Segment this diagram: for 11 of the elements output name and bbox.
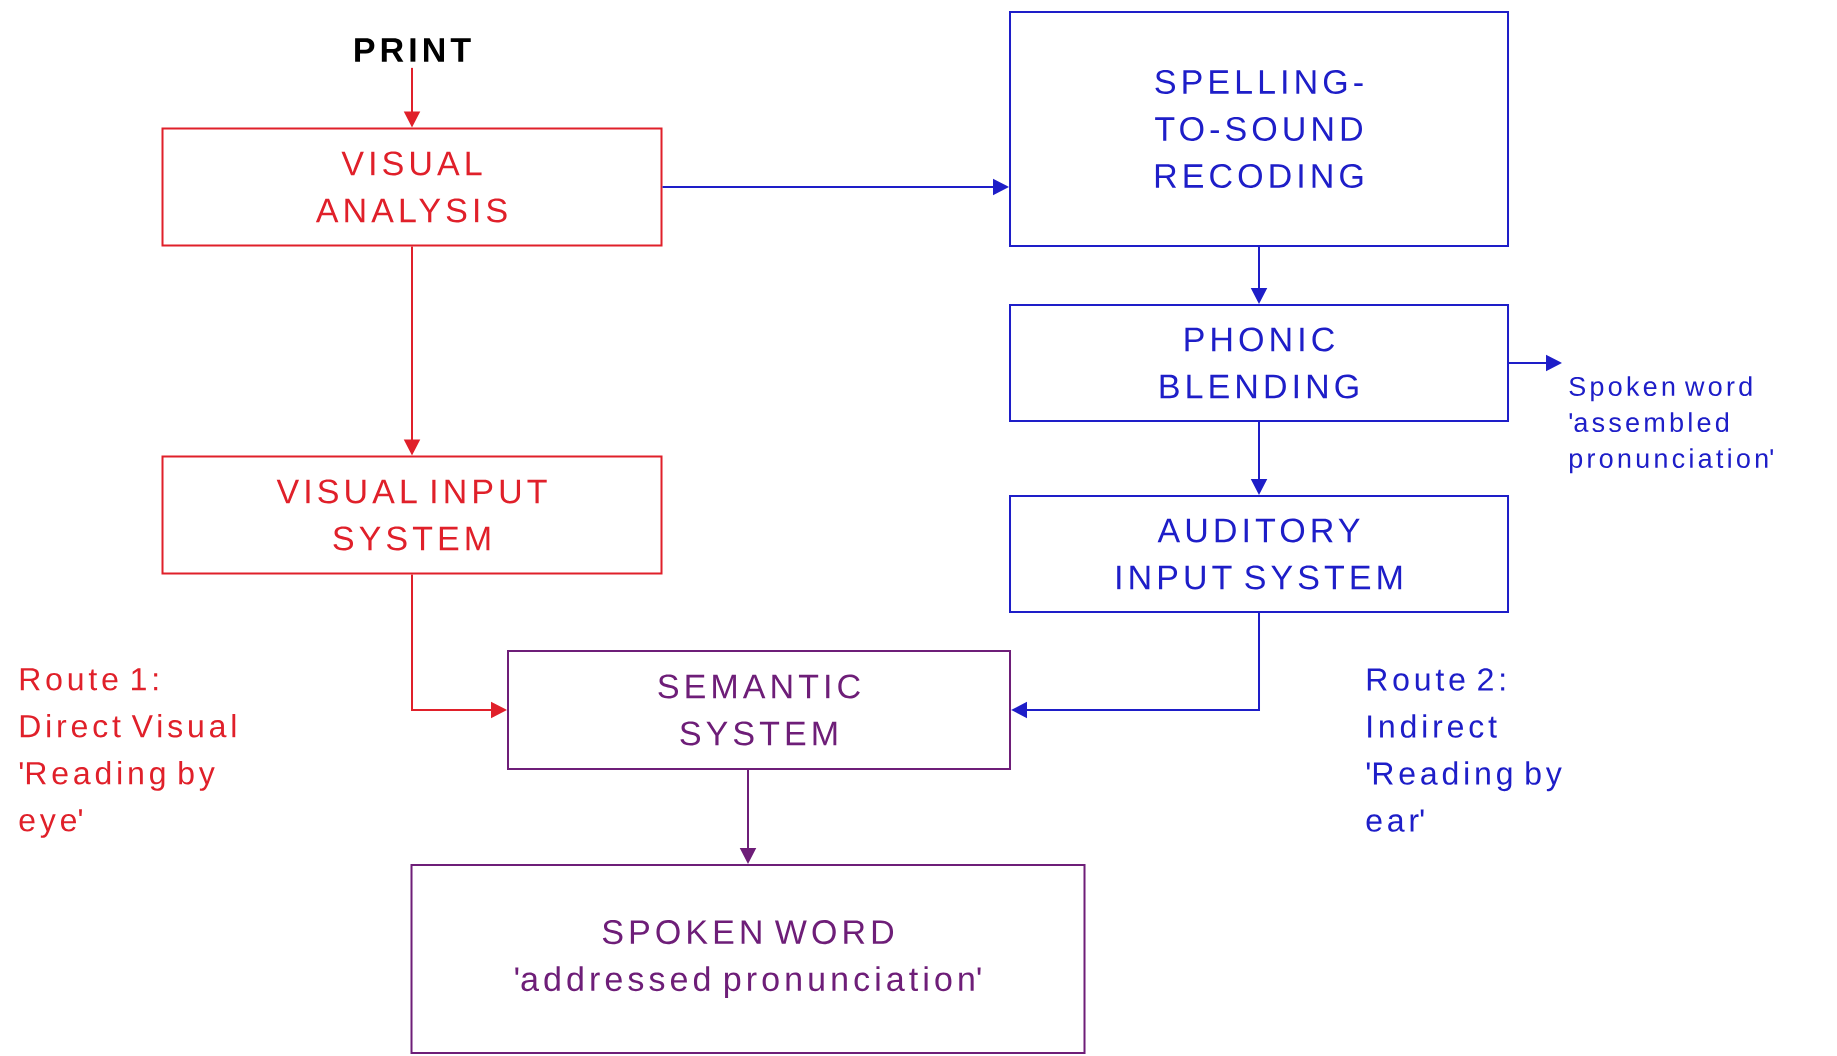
- input-label: PRINT: [355, 38, 471, 62]
- process-box: AUDITORY INPUT SYSTEM: [1009, 495, 1509, 613]
- process-box: VISUAL ANALYSIS: [161, 127, 663, 247]
- process-box: SEMANTIC SYSTEM: [507, 650, 1011, 770]
- process-box: SPELLING-TO-SOUND RECODING: [1009, 11, 1509, 247]
- process-box: VISUAL INPUT SYSTEM: [161, 455, 663, 575]
- route-label: Route 2: Indirect 'Reading by ear': [1366, 668, 1562, 832]
- output-box: SPOKEN WORD 'addressed pronunciation': [410, 864, 1086, 1054]
- output-label: Spoken word 'assembled pronunciation': [1569, 376, 1773, 474]
- route-label: Route 1: Direct Visual 'Reading by eye': [19, 668, 236, 838]
- process-box: PHONIC BLENDING: [1009, 304, 1509, 422]
